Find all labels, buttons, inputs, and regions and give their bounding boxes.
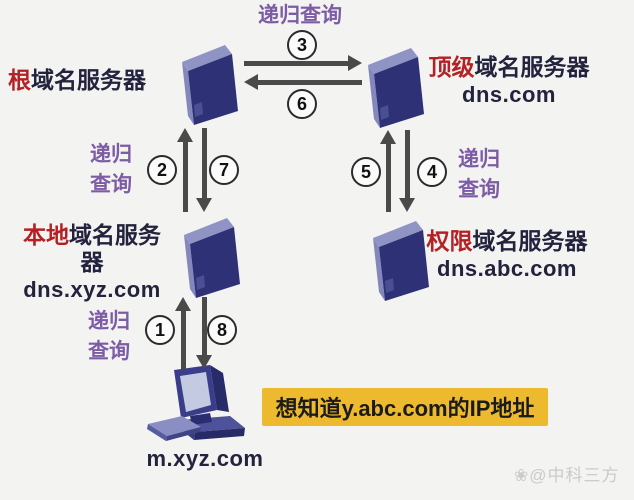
arrowhead-down-icon (196, 198, 212, 212)
local-server-label: 本地域名服务器 dns.xyz.com (12, 222, 172, 303)
step-6-badge: 6 (287, 89, 317, 119)
arrow-local-to-client (196, 297, 213, 369)
step-5-badge: 5 (351, 157, 381, 187)
auth-domain-text: dns.abc.com (437, 256, 577, 281)
step-2-badge: 2 (147, 155, 177, 185)
arrowhead-up-icon (177, 128, 193, 142)
arrowhead-down-icon (196, 355, 212, 369)
auth-server-label: 权限域名服务器 dns.abc.com (426, 228, 588, 281)
query-label-top: 递归查询 (258, 4, 342, 27)
arrow-root-to-tld (244, 55, 362, 72)
query-label-left-bottom: 递归 查询 (88, 310, 130, 363)
tld-server-icon (360, 46, 432, 130)
client-label: m.xyz.com (146, 446, 264, 471)
arrow-local-to-root (177, 128, 194, 212)
arrowhead-left-icon (244, 74, 258, 90)
arrow-root-to-local (196, 128, 213, 212)
arrow-tld-to-root (244, 74, 362, 91)
query-label-left-mid: 递归 查询 (90, 143, 132, 196)
step-1-badge: 1 (145, 315, 175, 345)
arrowhead-up-icon (175, 297, 191, 311)
step-8-badge: 8 (207, 315, 237, 345)
root-server-icon (174, 43, 246, 127)
query-callout: 想知道y.abc.com的IP地址 (262, 388, 548, 426)
arrowhead-right-icon (348, 55, 362, 71)
tld-server-label: 顶级域名服务器 dns.com (428, 54, 590, 107)
step-7-badge: 7 (209, 155, 239, 185)
watermark-text: ❀@中科三方 (514, 466, 620, 485)
root-server-label: 根域名服务器 (8, 67, 146, 93)
query-label-right-mid: 递归 查询 (458, 148, 500, 201)
arrow-tld-to-auth (399, 130, 416, 212)
local-domain-text: dns.xyz.com (23, 277, 161, 302)
arrowhead-up-icon (380, 130, 396, 144)
auth-server-icon (365, 219, 437, 303)
arrowhead-down-icon (399, 198, 415, 212)
arrow-auth-to-tld (380, 130, 397, 212)
step-4-badge: 4 (417, 157, 447, 187)
local-server-icon (176, 216, 248, 300)
client-computer-icon (146, 364, 258, 450)
step-3-badge: 3 (287, 30, 317, 60)
arrow-client-to-local (175, 297, 192, 369)
tld-domain-text: dns.com (462, 82, 556, 107)
